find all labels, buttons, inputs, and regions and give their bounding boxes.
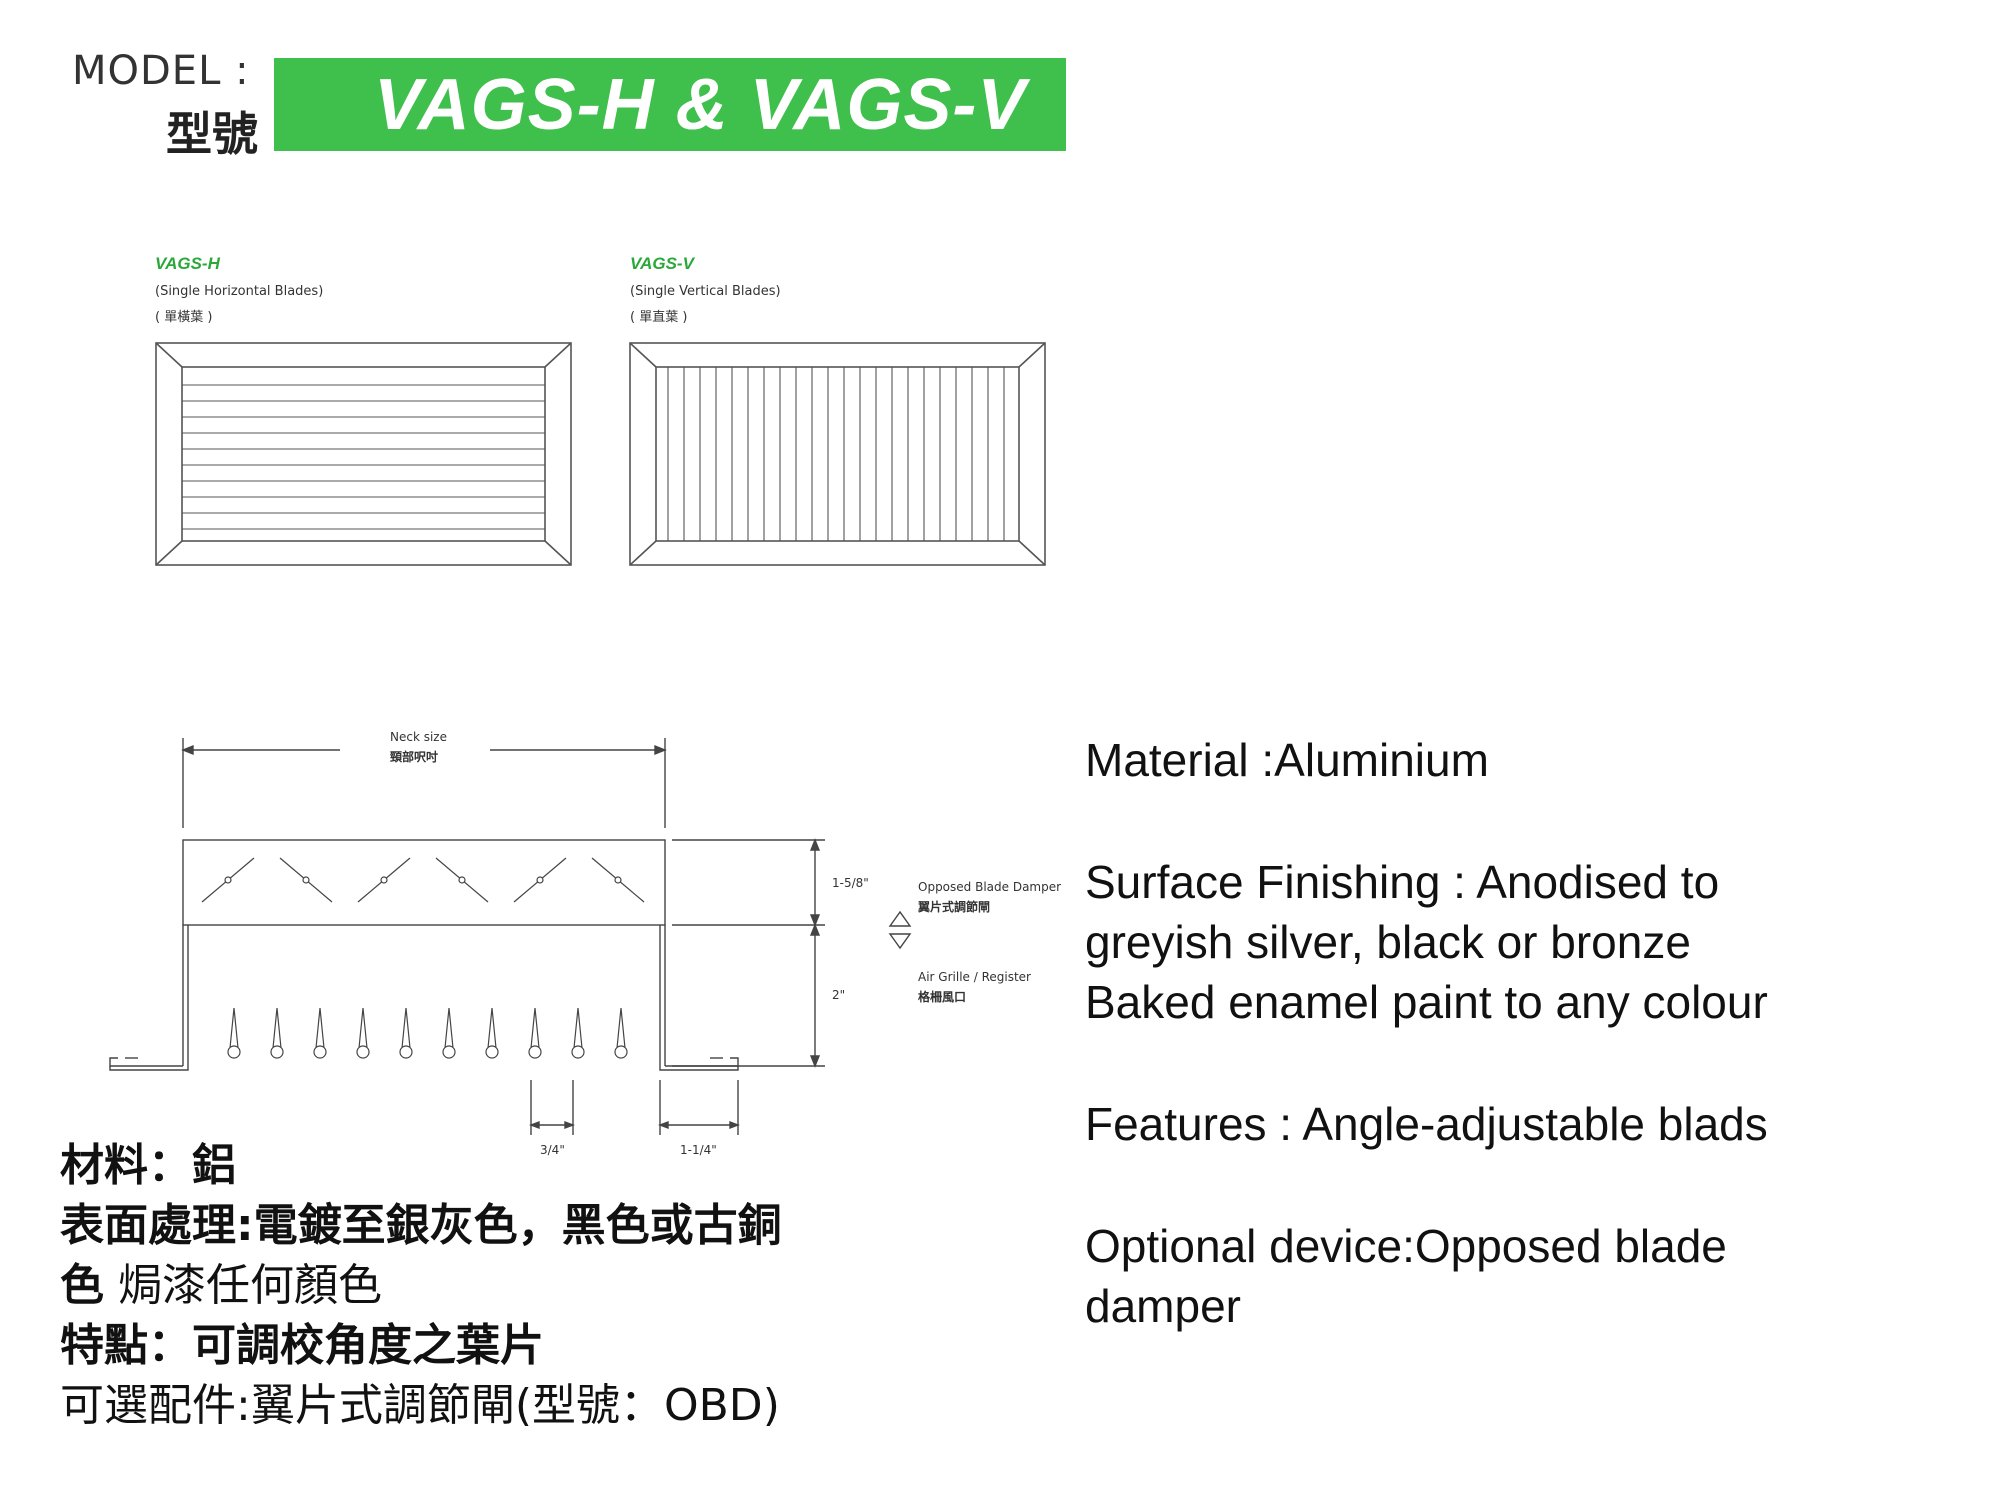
damper-pivot (458, 876, 466, 884)
spec-zh-optional: 可選配件:翼片式調節閘(型號：OBD) (60, 1380, 780, 1431)
damper-pivot (536, 876, 544, 884)
grille-blade (229, 1007, 239, 1049)
model-label: MODEL : (72, 48, 250, 94)
air-grille-label-zh: 格柵風口 (918, 990, 967, 1004)
spec-optional-line1: Optional device:Opposed blade (1085, 1220, 1727, 1272)
model-label-zh: 型號 (166, 107, 258, 161)
grille-blade-pivot (614, 1045, 628, 1059)
grille-vertical-drawing (629, 342, 1046, 566)
damper-pivot (302, 876, 310, 884)
product-v-description: (Single Vertical Blades) (630, 284, 781, 299)
spec-optional-line2: damper (1085, 1280, 1241, 1332)
spec-zh-surface-line2b: 焗漆任何顏色 (104, 1260, 382, 1311)
product-h-code: VAGS-H (155, 254, 220, 273)
grille-blade-pivot (227, 1045, 241, 1059)
grille-blade (444, 1007, 454, 1049)
grille-blade-pivot (442, 1045, 456, 1059)
opposed-blade-damper-label: Opposed Blade Damper (918, 880, 1062, 894)
grille-blade-pivot (270, 1045, 284, 1059)
grille-blade (315, 1007, 325, 1049)
grille-blade-pivot (528, 1045, 542, 1059)
spec-surface-line3: Baked enamel paint to any colour (1085, 976, 1768, 1028)
spec-zh-surface-line1: 表面處理:電鍍至銀灰色，黑色或古銅 (60, 1200, 782, 1251)
grille-blade-pivot (571, 1045, 585, 1059)
dim-gap-right-label: 1-1/4" (680, 1143, 717, 1157)
grille-blade (573, 1007, 583, 1049)
section-drawing (109, 738, 912, 1135)
air-grille-label: Air Grille / Register (918, 970, 1031, 984)
grille-blade-pivot (313, 1045, 327, 1059)
spec-surface-line1: Surface Finishing : Anodised to (1085, 856, 1720, 908)
neck-size-label: Neck size (390, 730, 447, 744)
product-h-description-zh: ( 單橫葉 ) (155, 310, 213, 325)
dim-bottom-label: 2" (832, 988, 846, 1002)
grille-blade (358, 1007, 368, 1049)
dim-top-label: 1-5/8" (832, 876, 869, 890)
product-v-code: VAGS-V (630, 254, 694, 273)
grille-blade (272, 1007, 282, 1049)
damper-pivot (224, 876, 232, 884)
spec-features: Features : Angle-adjustable blads (1085, 1098, 1768, 1150)
dim-gap-left-label: 3/4" (540, 1143, 565, 1157)
grille-blade-pivot (485, 1045, 499, 1059)
model-name: VAGS-H & VAGS-V (374, 64, 1027, 145)
grille-blade (616, 1007, 626, 1049)
grille-blade (530, 1007, 540, 1049)
damper-pivot (614, 876, 622, 884)
grille-blade (487, 1007, 497, 1049)
spec-material: Material :Aluminium (1085, 734, 1489, 786)
grille-blade (401, 1007, 411, 1049)
model-banner: VAGS-H & VAGS-V (274, 58, 1066, 151)
spec-zh-material: 材料：鋁 (60, 1140, 236, 1191)
product-h-description: (Single Horizontal Blades) (155, 284, 324, 299)
grille-blade-pivot (399, 1045, 413, 1059)
neck-size-label-zh: 頸部呎吋 (390, 750, 439, 764)
grille-blade-pivot (356, 1045, 370, 1059)
spec-surface-line2: greyish silver, black or bronze (1085, 916, 1691, 968)
product-v-description-zh: ( 單直葉 ) (630, 310, 688, 325)
spec-zh-features: 特點：可調校角度之葉片 (60, 1320, 544, 1371)
grille-horizontal-drawing (155, 342, 572, 566)
damper-pivot (380, 876, 388, 884)
spec-zh-surface-line2a: 色 (60, 1260, 104, 1311)
opposed-blade-damper-label-zh: 翼片式調節閘 (918, 900, 991, 914)
spec-zh-surface-line2: 色 焗漆任何顏色 (60, 1256, 382, 1316)
